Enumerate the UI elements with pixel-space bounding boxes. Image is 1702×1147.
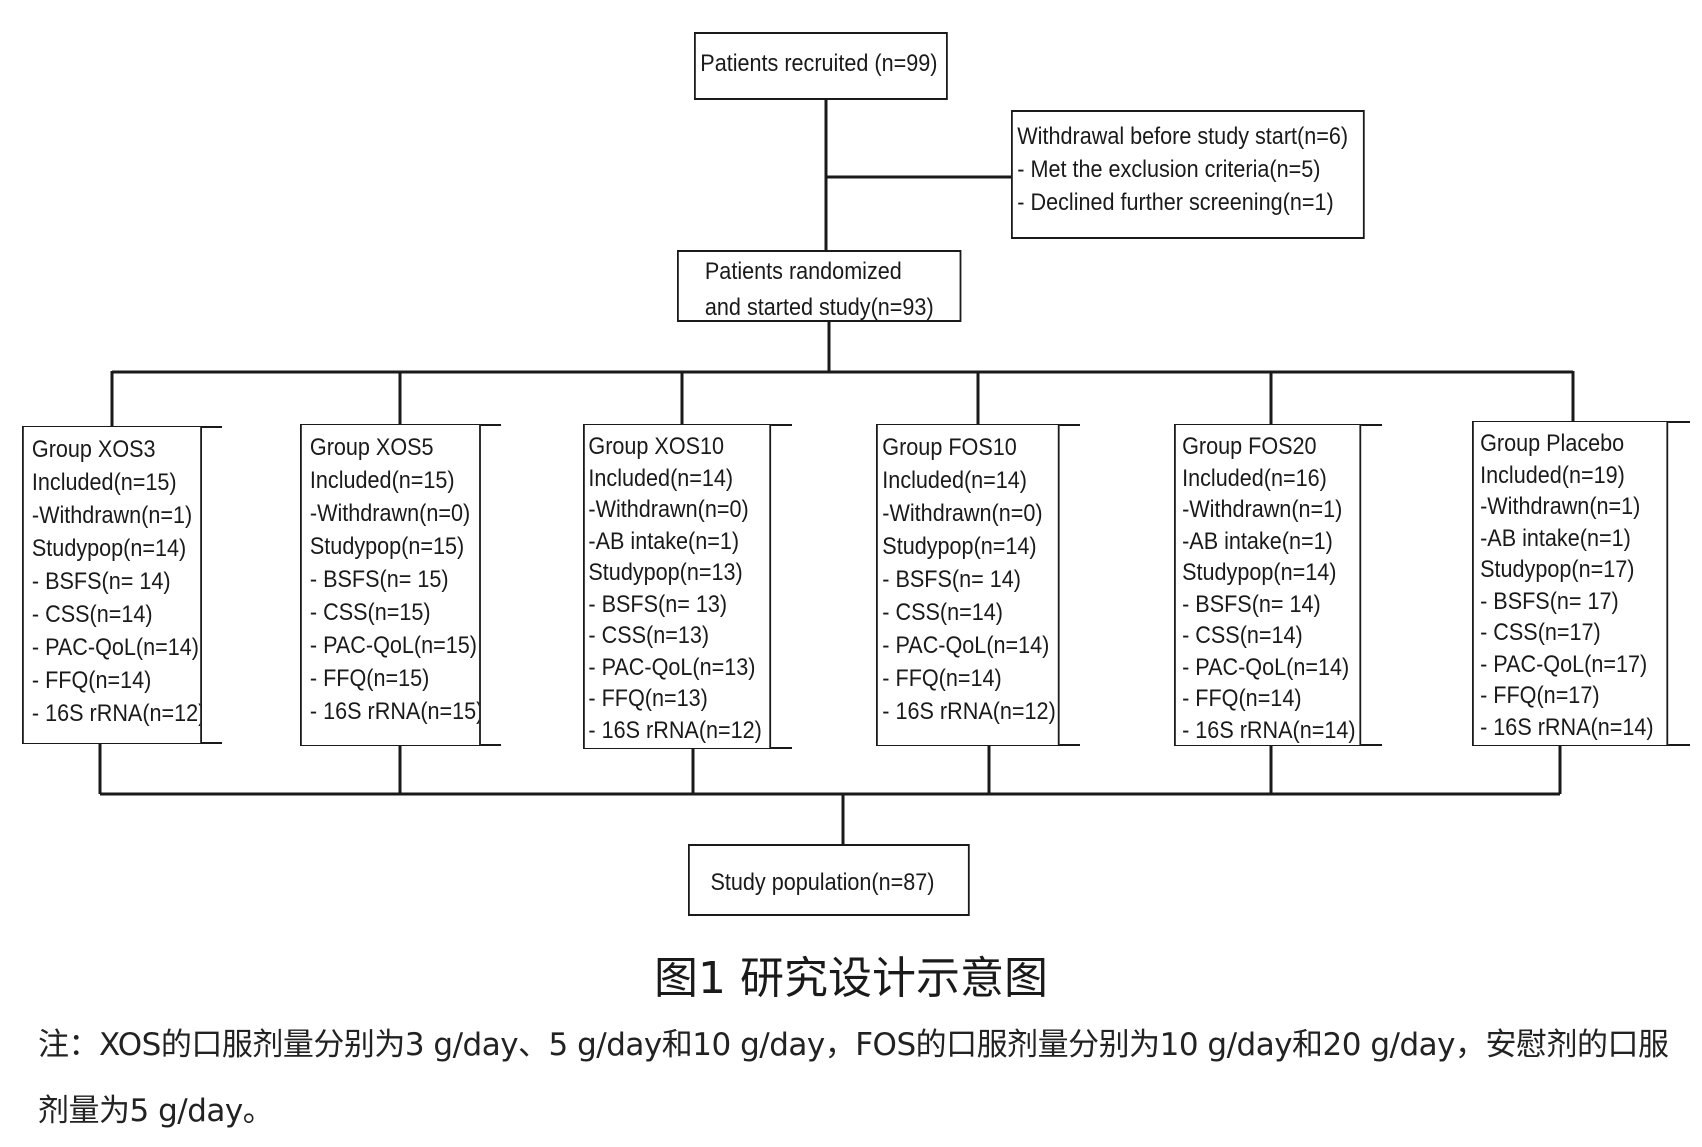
box-line: - BSFS(n= 14) bbox=[31, 568, 171, 595]
box-line: - CSS(n=15) bbox=[309, 599, 431, 626]
box-line: -Withdrawn(n=0) bbox=[882, 500, 1043, 527]
box-line: - BSFS(n= 14) bbox=[1182, 590, 1321, 618]
box-line: Included(n=15) bbox=[309, 467, 455, 494]
box-line: Studypop(n=14) bbox=[882, 533, 1037, 560]
box-line: -AB intake(n=1) bbox=[1182, 527, 1333, 555]
box-line: - PAC-QoL(n=17) bbox=[1480, 650, 1648, 678]
box-line: - PAC-QoL(n=14) bbox=[31, 634, 199, 661]
box-line: Patients randomized bbox=[704, 258, 902, 285]
box-line: Included(n=16) bbox=[1182, 464, 1327, 492]
box-line: -Withdrawn(n=0) bbox=[309, 500, 471, 527]
box-line: and started study(n=93) bbox=[704, 294, 934, 321]
box-line: Study population(n=87) bbox=[710, 869, 935, 896]
box-line: - 16S rRNA(n=12) bbox=[588, 716, 762, 744]
box-line: - CSS(n=14) bbox=[882, 599, 1003, 626]
recruited-box: Patients recruited (n=99) bbox=[694, 32, 948, 100]
withdrawal-box: Withdrawal before study start(n=6) - Met … bbox=[1011, 110, 1365, 239]
box-line: - Met the exclusion criteria(n=5) bbox=[1017, 156, 1321, 183]
box-line: Withdrawal before study start(n=6) bbox=[1017, 123, 1349, 150]
box-line: Group FOS20 bbox=[1182, 433, 1317, 460]
box-line: Included(n=19) bbox=[1480, 461, 1625, 489]
box-line: Included(n=14) bbox=[882, 467, 1028, 494]
box-line: - FFQ(n=13) bbox=[588, 685, 708, 712]
box-line: -Withdrawn(n=0) bbox=[588, 496, 749, 523]
box-line: - FFQ(n=14) bbox=[1182, 685, 1302, 712]
box-line: Studypop(n=14) bbox=[31, 535, 187, 562]
box-line: Group Placebo bbox=[1480, 430, 1625, 457]
box-line: - Declined further screening(n=1) bbox=[1017, 189, 1334, 216]
box-line: Included(n=14) bbox=[588, 464, 734, 492]
box-line: - CSS(n=17) bbox=[1480, 619, 1601, 646]
box-line: Studypop(n=15) bbox=[309, 533, 465, 560]
box-line: Group FOS10 bbox=[882, 434, 1017, 461]
box-line: - 16S rRNA(n=15) bbox=[309, 698, 481, 725]
box-line: - BSFS(n= 14) bbox=[882, 566, 1021, 593]
randomized-box: Patients randomized and started study(n=9… bbox=[677, 250, 962, 322]
box-line: - FFQ(n=14) bbox=[882, 665, 1002, 692]
box-line: -Withdrawn(n=1) bbox=[1182, 496, 1343, 523]
box-line: - FFQ(n=15) bbox=[309, 665, 430, 692]
box-line: -Withdrawn(n=1) bbox=[31, 502, 193, 529]
box-line: Studypop(n=14) bbox=[1182, 559, 1337, 586]
box-line: - FFQ(n=17) bbox=[1480, 682, 1600, 709]
box-line: - 16S rRNA(n=14) bbox=[1480, 713, 1654, 741]
box-line: - PAC-QoL(n=14) bbox=[1182, 653, 1350, 681]
box-line: - BSFS(n= 17) bbox=[1480, 587, 1619, 615]
box-line: Included(n=15) bbox=[31, 469, 177, 496]
box-line: - 16S rRNA(n=12) bbox=[31, 700, 202, 727]
box-line: - CSS(n=13) bbox=[588, 622, 710, 649]
figure-caption: 图1 研究设计示意图 bbox=[654, 953, 1048, 1004]
box-line: Studypop(n=13) bbox=[588, 559, 743, 586]
box-line: Group XOS3 bbox=[31, 436, 156, 463]
box-line: - PAC-QoL(n=14) bbox=[882, 632, 1050, 659]
figure-note: 注：XOS的口服剂量分别为3 g/day、5 g/day和10 g/day，FO… bbox=[38, 1027, 1669, 1129]
connector-lines bbox=[22, 100, 1690, 844]
box-line: - PAC-QoL(n=13) bbox=[588, 653, 756, 681]
box-line: Group XOS5 bbox=[309, 434, 434, 461]
box-line: - BSFS(n= 13) bbox=[588, 590, 728, 618]
box-line: -AB intake(n=1) bbox=[1480, 524, 1631, 552]
box-line: - CSS(n=14) bbox=[31, 601, 153, 628]
box-line: Patients recruited (n=99) bbox=[700, 50, 938, 77]
box-line: Studypop(n=17) bbox=[1480, 556, 1635, 583]
box-line: - FFQ(n=14) bbox=[31, 667, 152, 694]
box-line: - BSFS(n= 15) bbox=[309, 566, 449, 593]
box-line: Group XOS10 bbox=[588, 433, 725, 460]
box-line: - CSS(n=14) bbox=[1182, 622, 1303, 649]
box-line: - PAC-QoL(n=15) bbox=[309, 632, 477, 659]
box-line: -AB intake(n=1) bbox=[588, 527, 740, 555]
box-line: - 16S rRNA(n=14) bbox=[1182, 716, 1356, 744]
box-line: -Withdrawn(n=1) bbox=[1480, 493, 1641, 520]
study-population-box: Study population(n=87) bbox=[688, 844, 970, 916]
box-line: - 16S rRNA(n=12) bbox=[882, 698, 1056, 725]
